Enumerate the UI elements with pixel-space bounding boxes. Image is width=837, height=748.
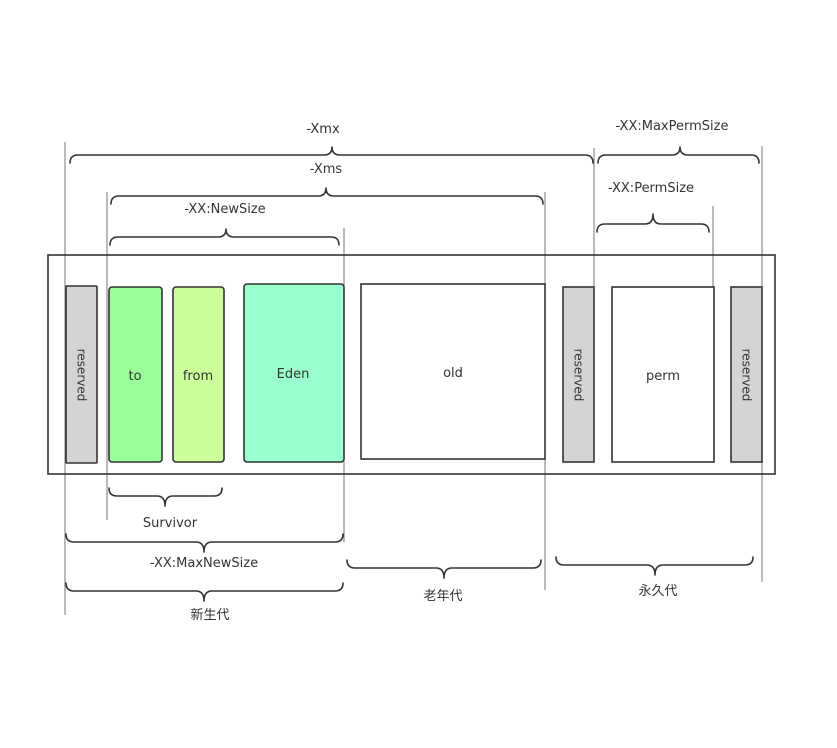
max-new-size-brace <box>65 533 344 553</box>
perm-gen-label: 永久代 <box>638 584 677 599</box>
reserved-left-label: reserved <box>75 349 89 402</box>
old-gen-label: 老年代 <box>423 589 462 604</box>
perm-size-brace <box>596 213 710 233</box>
eden-label: Eden <box>277 367 310 382</box>
eden-region: Eden <box>243 283 345 463</box>
xms-label: -Xms <box>310 162 343 177</box>
survivor-label: Survivor <box>143 516 198 531</box>
new-size-label: -XX:NewSize <box>184 202 265 217</box>
old-gen-brace <box>346 559 542 579</box>
survivor-brace <box>108 487 223 507</box>
heap-frame <box>47 254 776 475</box>
from-region: from <box>172 286 225 463</box>
old-label: old <box>443 366 463 381</box>
young-gen-label: 新生代 <box>190 607 229 623</box>
perm-size-label: -XX:PermSize <box>608 181 694 196</box>
reserved-right-region: reserved <box>730 286 763 463</box>
perm-label: perm <box>646 369 680 384</box>
from-label: from <box>183 369 213 384</box>
max-perm-size-brace <box>597 146 760 164</box>
reserved-right-label: reserved <box>740 349 754 402</box>
reserved-middle-label: reserved <box>572 349 586 402</box>
to-region: to <box>108 286 163 463</box>
young-gen-brace <box>65 582 344 602</box>
new-size-brace <box>109 228 340 246</box>
max-perm-size-label: -XX:MaxPermSize <box>616 119 729 134</box>
perm-gen-brace <box>555 556 754 576</box>
xmx-brace <box>69 146 594 164</box>
reserved-left-region: reserved <box>65 285 98 464</box>
max-new-size-label: -XX:MaxNewSize <box>150 556 258 571</box>
old-region: old <box>360 283 546 460</box>
xmx-label: -Xmx <box>306 122 340 137</box>
perm-region: perm <box>611 286 715 463</box>
reserved-middle-region: reserved <box>562 286 595 463</box>
to-label: to <box>128 369 141 384</box>
xms-brace <box>110 187 544 205</box>
